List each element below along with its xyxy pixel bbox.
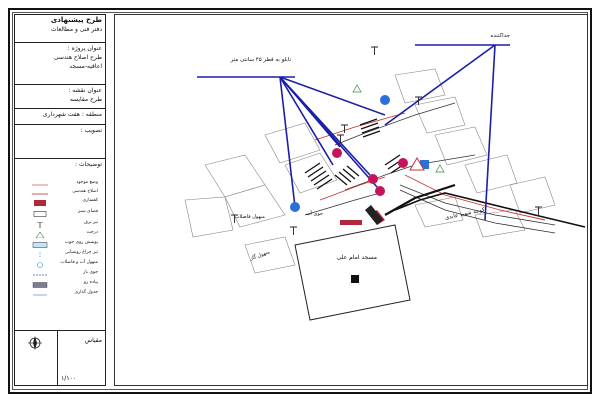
region-cell: منطقه : هفت شهرداری (15, 109, 105, 125)
legend-item: جدول گذاری (14, 290, 104, 300)
mosque-footprint (294, 224, 411, 321)
scale-cell: مقیاس ۱/۱۰۰ (58, 330, 106, 386)
region-text: منطقه : هفت شهرداری (42, 111, 102, 118)
legend-label: فضای سبز (78, 209, 98, 214)
mosque-label: مسجد امام علی (337, 254, 377, 261)
curb-icon (33, 294, 47, 296)
marker-dot (398, 158, 408, 168)
legend-item: جوی باز (14, 270, 104, 280)
legend-label: تیر برق (84, 220, 98, 225)
legend-label: اصلاح هندسی (72, 189, 98, 194)
project-cell: عنوان پروژه : طرح اصلاح هندسی اعاقیه-مسج… (15, 43, 105, 85)
warning-sign-icon (409, 157, 425, 171)
legend-item: تیر برق (14, 220, 104, 230)
site-plan: تابلو به قطر ۴۵ سانتی متر جداکننده کوچه … (184, 32, 586, 321)
marker-dot (375, 186, 385, 196)
legend-label: پیاده رو (83, 280, 98, 285)
legend-label: جدول گذاری (74, 290, 98, 295)
paving-icon (34, 200, 46, 206)
sign-icon (420, 160, 429, 169)
legend-item: درخت (14, 230, 104, 240)
existing-line-icon (32, 184, 48, 186)
manhole-icon (37, 262, 43, 268)
marker-dot (332, 148, 342, 158)
tree-icon (35, 232, 45, 238)
drawing-outer-frame (8, 8, 592, 394)
legend-item: پوشش روی جوب (14, 240, 104, 250)
sign-icon (380, 95, 390, 105)
manhole-label: منهول فاضلاب (235, 214, 265, 220)
mosque-icon (351, 275, 359, 283)
bollard-callout-label: تابلو به قطر ۴۵ سانتی متر (230, 57, 292, 63)
legend-label: پوشش روی جوب (64, 240, 98, 245)
sign-icon (290, 202, 300, 212)
legend-item: تیر چراغ روشنایی (14, 250, 104, 260)
notes-text: توضیحات : (75, 161, 102, 168)
title-block: طرح پیشنهادی دفتر فنی و مطالعات عنوان پر… (14, 14, 106, 386)
project-heading: عنوان پروژه : (67, 45, 102, 52)
green-space-icon (33, 211, 47, 217)
marker-points (332, 148, 408, 196)
power-pole-icon (37, 222, 43, 228)
legend-label: منهول آب و فاضلاب (60, 260, 98, 265)
channel-cover-icon (32, 242, 48, 248)
north-arrow-cell (14, 330, 58, 386)
legend-label: جوی باز (83, 270, 98, 275)
notes-cell: توضیحات : (15, 159, 105, 181)
north-arrow-icon (28, 336, 42, 350)
proposed-line-icon (32, 193, 48, 195)
legend: وضع موجود اصلاح هندسی کفسازی فضای سبز تی… (14, 180, 106, 330)
proposal-title: طرح پیشنهادی (50, 16, 102, 24)
sidewalk-icon (32, 282, 48, 288)
marker-dot (368, 174, 378, 184)
project-line2: اعاقیه-مسجد (69, 63, 102, 70)
sign-callout-lines (197, 44, 510, 221)
legend-label: کفسازی (82, 198, 99, 203)
open-ditch-icon (33, 274, 47, 276)
jooy-label: جوی آب (306, 210, 323, 217)
power-poles (231, 46, 542, 235)
legend-label: درخت (86, 230, 98, 235)
crosswalks (304, 118, 407, 190)
approval-text: تصویب : (80, 127, 102, 134)
legend-item: پیاده رو (14, 280, 104, 290)
title-cell: طرح پیشنهادی دفتر فنی و مطالعات (15, 15, 105, 43)
street-light-icon (39, 252, 41, 258)
legend-label: وضع موجود (76, 180, 98, 185)
legend-label: تیر چراغ روشنایی (64, 250, 98, 255)
project-line1: طرح اصلاح هندسی (53, 54, 102, 61)
traffic-signs (290, 95, 429, 212)
legend-item: کفسازی (14, 198, 104, 208)
legend-item: اصلاح هندسی (14, 189, 104, 199)
map-title-cell: عنوان نقشه : طرح مقایسه (15, 85, 105, 109)
hatch-block (365, 205, 383, 225)
building-footprints (184, 68, 556, 274)
scale-value: ۱/۱۰۰ (61, 375, 76, 382)
map-canvas: تابلو به قطر ۴۵ سانتی متر جداکننده کوچه … (114, 14, 588, 386)
approval-cell: تصویب : (15, 125, 105, 159)
map-heading: عنوان نقشه : (68, 87, 102, 94)
legend-item: منهول آب و فاضلاب (14, 260, 104, 270)
office-name: دفتر فنی و مطالعات (50, 26, 102, 33)
legend-item: فضای سبز (14, 209, 104, 219)
main-road-edge-2 (394, 192, 586, 228)
scale-label: مقیاس (84, 337, 102, 344)
legend-item: وضع موجود (14, 180, 104, 190)
trees (352, 84, 445, 173)
separator-callout-label: جداکننده (490, 32, 510, 39)
map-name: طرح مقایسه (69, 96, 102, 103)
